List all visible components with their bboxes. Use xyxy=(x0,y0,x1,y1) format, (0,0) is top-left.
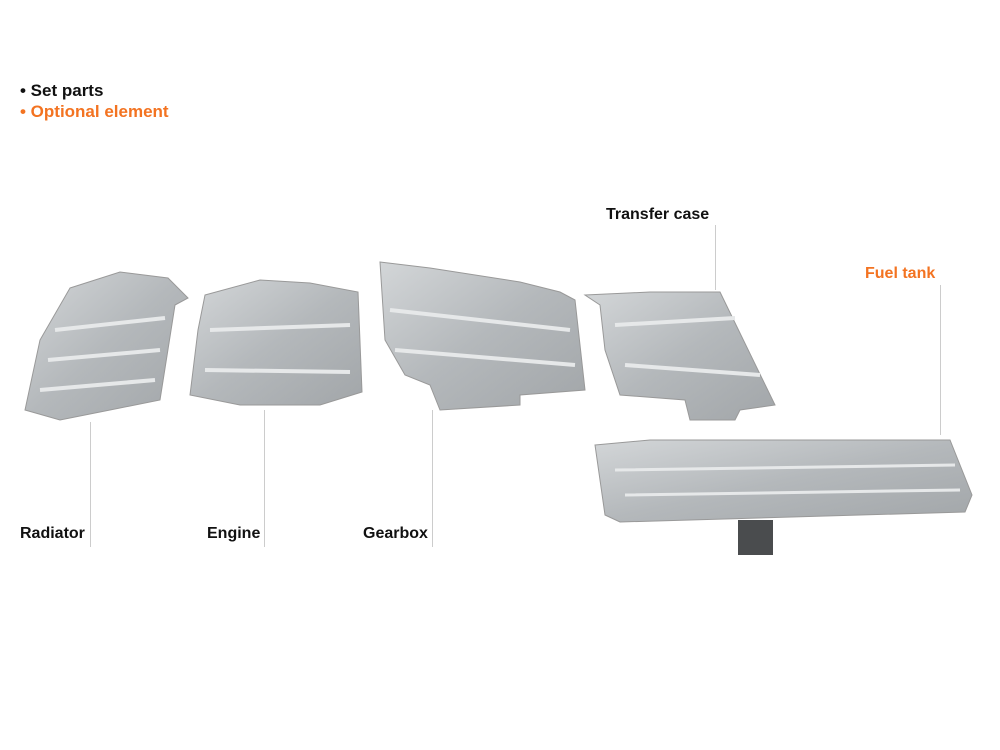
label-engine: Engine xyxy=(207,525,261,542)
fuel-tank-plate xyxy=(594,439,973,555)
engine-leader-line xyxy=(264,410,265,547)
legend-set-parts: • Set parts xyxy=(20,81,104,100)
label-fuel-tank: Fuel tank xyxy=(865,265,936,282)
gearbox-leader-line xyxy=(432,410,433,547)
label-transfer-case: Transfer case xyxy=(606,206,710,223)
label-radiator: Radiator xyxy=(20,525,85,542)
legend-optional-element: • Optional element xyxy=(20,102,169,121)
label-gearbox: Gearbox xyxy=(363,525,428,542)
transfer-case-leader-line xyxy=(715,225,716,290)
radiator-plate xyxy=(24,271,189,421)
fuel-tank-leader-line xyxy=(940,285,941,435)
radiator-leader-line xyxy=(90,422,91,547)
engine-plate xyxy=(189,279,363,406)
transfer-case-plate xyxy=(583,291,776,421)
gearbox-plate xyxy=(379,261,586,411)
